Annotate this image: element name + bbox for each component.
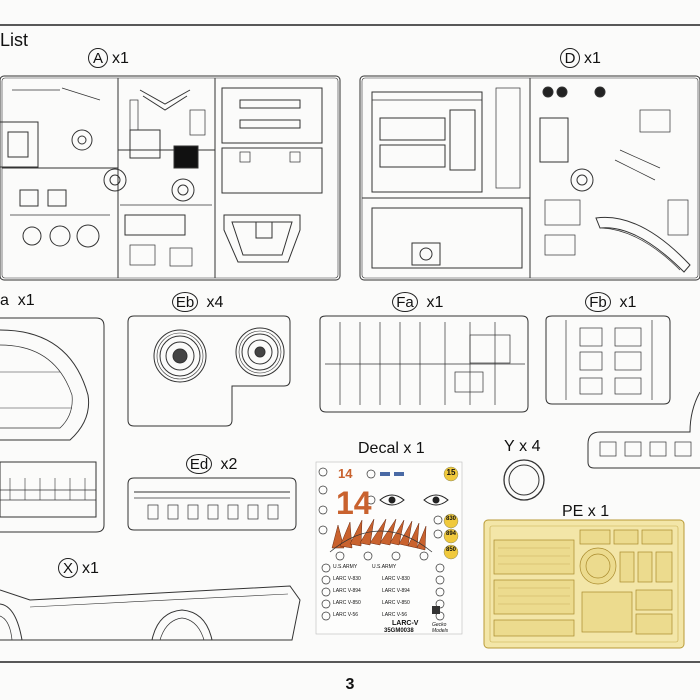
decal-text-line: LARC V-894 <box>333 588 361 594</box>
decal-sheet-title: LARC-V <box>392 620 419 627</box>
decal-code: 35GM0038 <box>384 628 414 634</box>
sprue-count: x1 <box>584 50 601 67</box>
decal-text-line: U.S.ARMY <box>372 564 397 570</box>
sprue-count: x1 <box>619 294 637 311</box>
sprue-letter: a <box>0 292 9 309</box>
decal-code-830: 830 <box>445 516 456 522</box>
sprue-count: x4 <box>206 294 224 311</box>
decal-text-line: LARC V-56 <box>333 612 359 618</box>
sprue-label-hull: a x1 <box>0 292 35 310</box>
decal-code-850: 850 <box>445 547 456 553</box>
page-title: List <box>0 30 29 50</box>
decal-text-line: LARC V-56 <box>382 612 408 618</box>
sprue-letter: Y <box>504 438 515 455</box>
sprue-count: x 4 <box>519 438 541 455</box>
decal-text-line: LARC V-850 <box>382 600 410 606</box>
sprue-count: x2 <box>220 456 238 473</box>
decal-brand: Gecko Models <box>432 622 449 634</box>
decal-code-894: 894 <box>445 531 456 537</box>
decal-text-line: LARC V-894 <box>382 588 410 594</box>
sprue-label-fa: Fa x1 <box>392 292 443 312</box>
decal-text-line: LARC V-830 <box>333 576 361 582</box>
decal-code-15: 15 <box>446 468 456 477</box>
sprue-label-y: Y x 4 <box>504 438 540 456</box>
sprue-count: x1 <box>426 294 444 311</box>
sprue-count: x1 <box>112 50 129 67</box>
sprue-label-eb: Eb x4 <box>172 292 223 312</box>
sprue-count: x1 <box>82 560 99 577</box>
pe-label: PE x 1 <box>562 503 610 520</box>
sprue-letter: Fb <box>585 292 611 312</box>
sprue-letter: Eb <box>172 292 198 312</box>
decal-small-number: 14 <box>338 466 353 481</box>
decal-text-line: LARC V-830 <box>382 576 410 582</box>
sprue-letter: Ed <box>186 454 212 474</box>
sprue-letter: X <box>58 558 78 578</box>
sprue-label-fb: Fb x1 <box>585 292 636 312</box>
page-number: 3 <box>345 676 355 693</box>
sprue-letter: Fa <box>392 292 418 312</box>
decal-big-number: 14 <box>336 485 372 521</box>
sprue-label-ed: Ed x2 <box>186 454 237 474</box>
sprue-count: x1 <box>17 292 35 309</box>
decal-text-line: U.S.ARMY <box>333 564 358 570</box>
sprue-letter: A <box>88 48 108 68</box>
sprue-letter: D <box>560 48 580 68</box>
decal-label: Decal x 1 <box>358 440 425 457</box>
decal-text-line: LARC V-850 <box>333 600 361 606</box>
